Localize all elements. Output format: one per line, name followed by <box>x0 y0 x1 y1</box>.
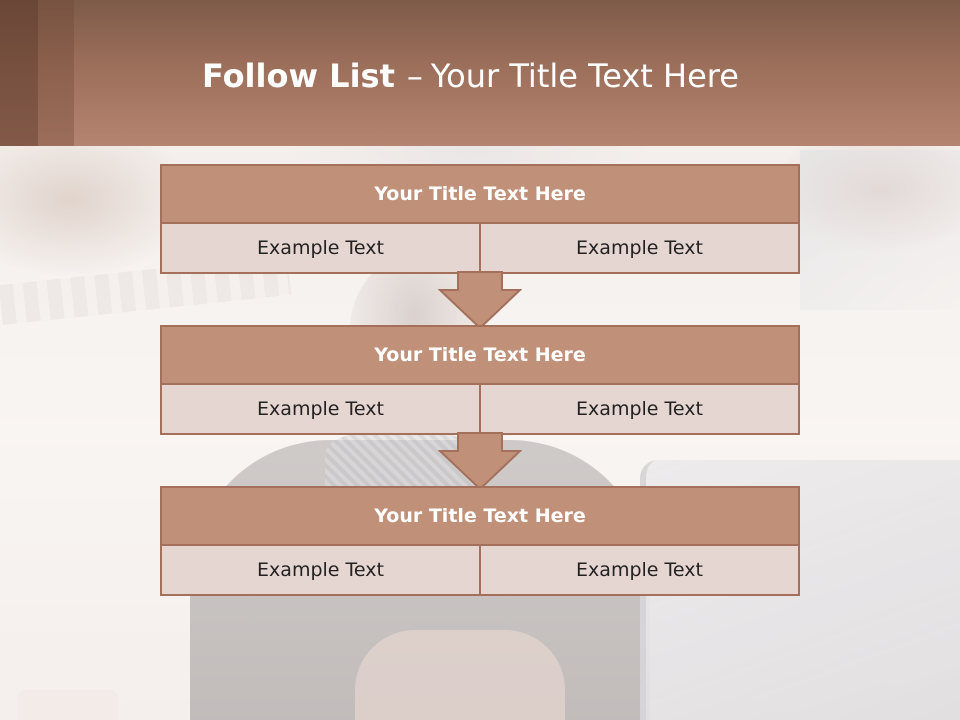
slide-title-rest: Your Title Text Here <box>430 57 739 95</box>
follow-block-title[interactable]: Your Title Text Here <box>162 488 798 546</box>
follow-block-cell-left[interactable]: Example Text <box>162 224 479 272</box>
follow-block-1[interactable]: Your Title Text Here Example Text Exampl… <box>160 164 800 274</box>
slide-title[interactable]: Follow List–Your Title Text Here <box>202 56 739 96</box>
follow-block-row: Example Text Example Text <box>162 546 798 594</box>
follow-block-title[interactable]: Your Title Text Here <box>162 327 798 385</box>
follow-block-cell-left[interactable]: Example Text <box>162 385 479 433</box>
follow-block-cell-right[interactable]: Example Text <box>479 546 798 594</box>
follow-block-cell-left[interactable]: Example Text <box>162 546 479 594</box>
follow-block-cell-right[interactable]: Example Text <box>479 224 798 272</box>
header-accent-inner <box>38 0 74 146</box>
header-band: Follow List–Your Title Text Here <box>0 0 960 146</box>
follow-block-row: Example Text Example Text <box>162 224 798 272</box>
background-cup <box>18 690 118 720</box>
background-hands <box>355 630 565 720</box>
slide-title-dash: – <box>406 57 423 95</box>
follow-block-cell-right[interactable]: Example Text <box>479 385 798 433</box>
follow-block-row: Example Text Example Text <box>162 385 798 433</box>
down-arrow-icon <box>438 432 522 491</box>
follow-block-3[interactable]: Your Title Text Here Example Text Exampl… <box>160 486 800 596</box>
follow-block-title[interactable]: Your Title Text Here <box>162 166 798 224</box>
down-arrow-icon <box>438 271 522 330</box>
slide-title-bold: Follow List <box>202 57 395 95</box>
background-screen <box>800 150 960 310</box>
header-accent-left <box>0 0 38 146</box>
follow-block-2[interactable]: Your Title Text Here Example Text Exampl… <box>160 325 800 435</box>
